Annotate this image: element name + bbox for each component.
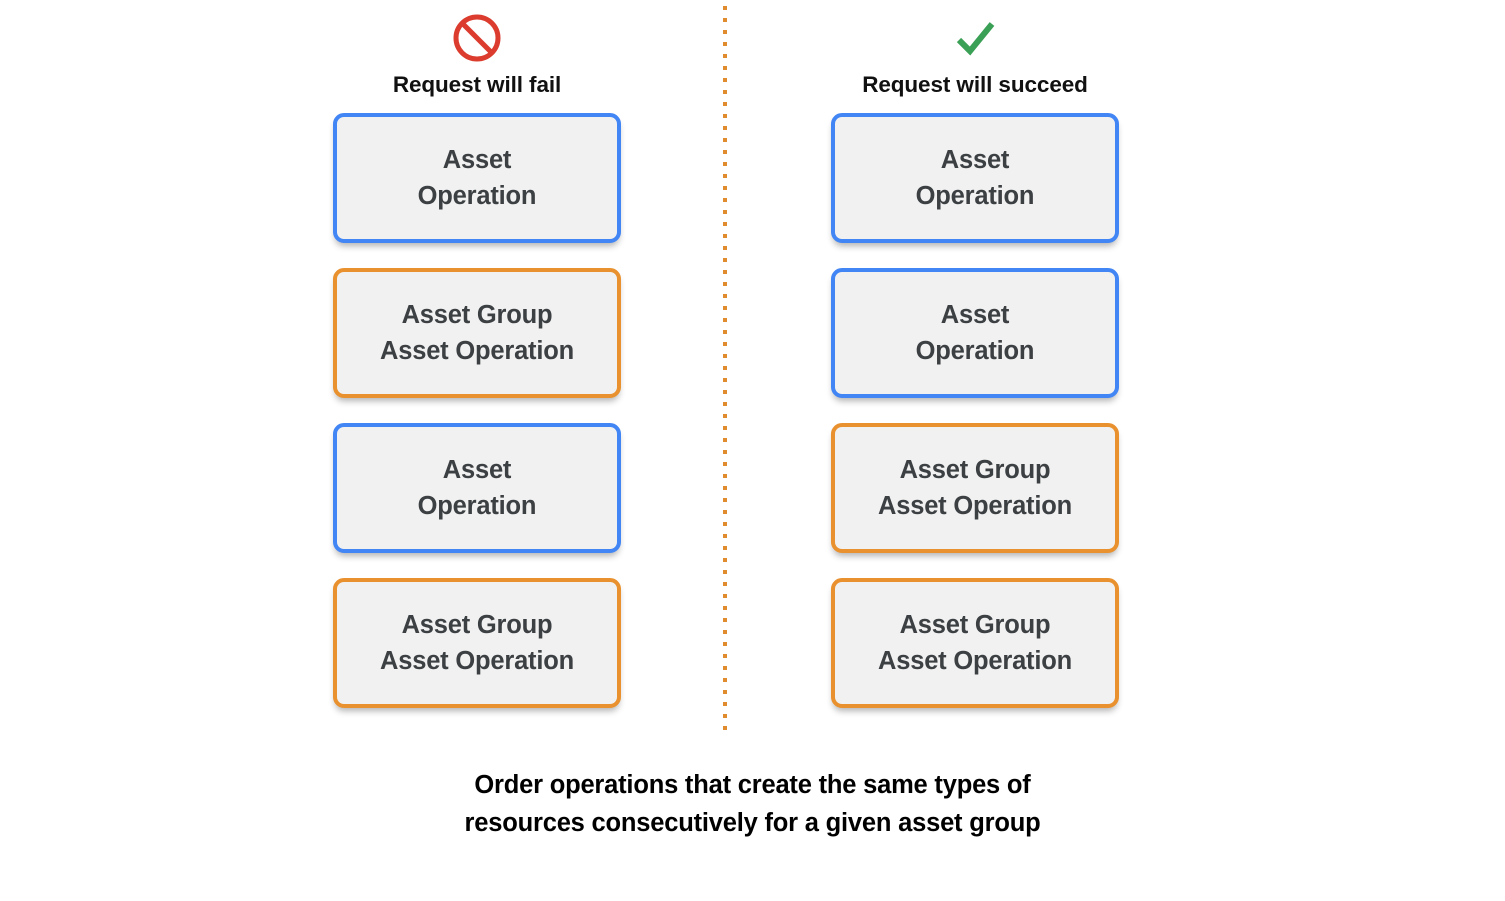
column-fail-header: Request will fail: [327, 10, 627, 98]
operation-box-label: Asset Group Asset Operation: [878, 456, 1072, 520]
column-succeed-label: Request will succeed: [862, 72, 1088, 97]
vertical-dotted-divider: [723, 6, 727, 737]
column-fail-label: Request will fail: [392, 72, 562, 97]
operation-box-label: Asset Group Asset Operation: [878, 611, 1072, 675]
diagram-caption: Order operations that create the same ty…: [464, 771, 1041, 837]
operation-box-label: Asset Group Asset Operation: [380, 611, 574, 675]
operation-box[interactable]: Asset Operation: [333, 113, 621, 243]
operation-box[interactable]: Asset Group Asset Operation: [333, 268, 621, 398]
operation-box-label: Asset Group Asset Operation: [380, 301, 574, 365]
prohibition-icon: [453, 14, 501, 62]
operation-box-label: Asset Operation: [915, 301, 1035, 365]
column-succeed-header: Request will succeed: [825, 10, 1125, 98]
operation-box[interactable]: Asset Group Asset Operation: [333, 578, 621, 708]
operation-box-label: Asset Operation: [915, 146, 1035, 210]
operation-box[interactable]: Asset Group Asset Operation: [831, 578, 1119, 708]
operation-box-label: Asset Operation: [417, 146, 537, 210]
checkmark-icon: [956, 22, 995, 56]
operation-box[interactable]: Asset Operation: [831, 268, 1119, 398]
operation-box[interactable]: Asset Operation: [333, 423, 621, 553]
operation-box[interactable]: Asset Group Asset Operation: [831, 423, 1119, 553]
column-succeed-box-stack: Asset Operation Asset Operation Asset Gr…: [831, 113, 1125, 733]
operation-box[interactable]: Asset Operation: [831, 113, 1119, 243]
operation-box-label: Asset Operation: [417, 456, 537, 520]
column-fail-box-stack: Asset Operation Asset Group Asset Operat…: [333, 113, 627, 733]
